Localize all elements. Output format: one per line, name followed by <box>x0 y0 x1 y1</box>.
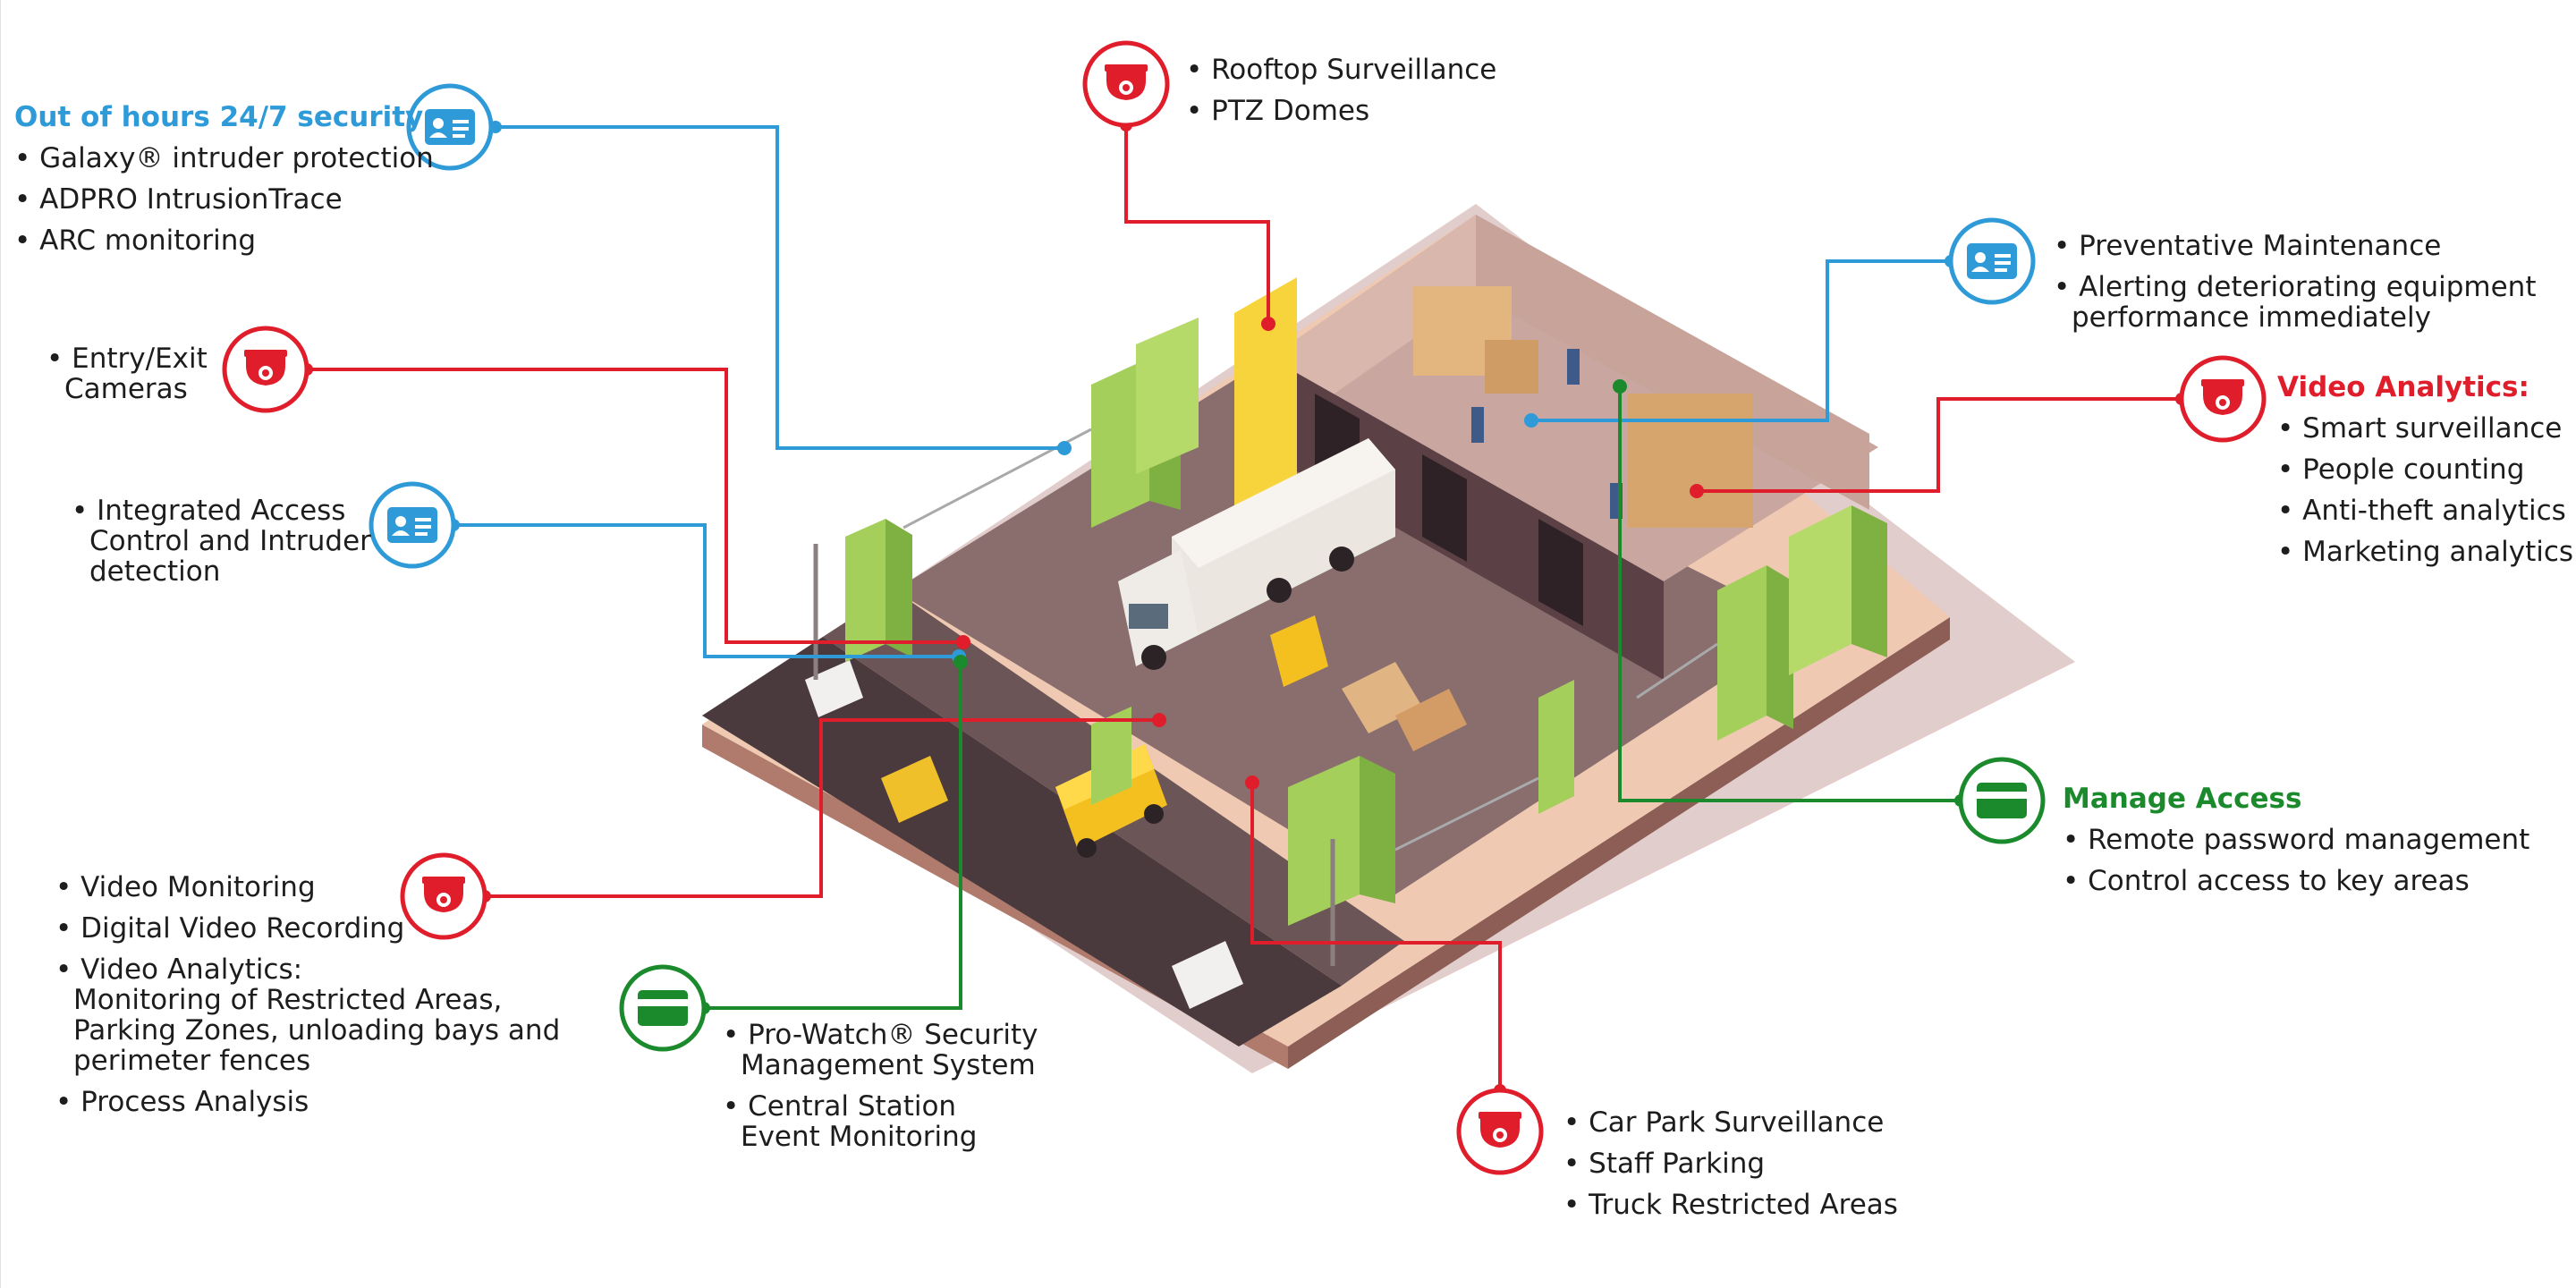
access-card-icon <box>1951 220 2033 302</box>
list-item: Staff Parking <box>1563 1143 1898 1184</box>
callout-rooftop: Rooftop Surveillance PTZ Domes <box>1186 49 1496 131</box>
callout-heading: Manage Access <box>2063 783 2302 815</box>
list-item: Central Station Event Monitoring <box>723 1091 1038 1152</box>
callout-video-monitoring: Video Monitoring Digital Video Recording… <box>55 872 560 1128</box>
dome-camera-icon <box>2182 358 2264 440</box>
callout-video-analytics: Video Analytics: Smart surveillance Peop… <box>2277 367 2573 572</box>
callout-list: Smart surveillance People counting Anti-… <box>2277 408 2573 572</box>
list-item: Rooftop Surveillance <box>1186 49 1496 90</box>
callout-list: Galaxy® intruder protection ADPRO Intrus… <box>14 138 435 261</box>
callout-list: Integrated Access Control and Intruder d… <box>72 496 371 587</box>
list-item: Anti-theft analytics <box>2277 490 2573 531</box>
list-item: Video Monitoring <box>55 872 560 902</box>
callout-manage-access: Manage Access Remote password management… <box>2063 778 2529 902</box>
callout-list: Rooftop Surveillance PTZ Domes <box>1186 49 1496 131</box>
list-item: ADPRO IntrusionTrace <box>14 179 435 220</box>
list-item: Alerting deteriorating equipment perform… <box>2054 272 2536 333</box>
list-item: Remote password management <box>2063 819 2529 860</box>
list-item: Entry/Exit Cameras <box>47 343 208 404</box>
keycard-icon <box>1961 759 2043 842</box>
callout-list: Car Park Surveillance Staff Parking Truc… <box>1563 1102 1898 1225</box>
callout-list: Entry/Exit Cameras <box>47 343 208 404</box>
callout-list: Preventative Maintenance Alerting deteri… <box>2054 231 2536 333</box>
list-item: Marketing analytics <box>2277 531 2573 572</box>
callout-list: Remote password management Control acces… <box>2063 819 2529 902</box>
list-item: Pro-Watch® Security Management System <box>723 1020 1038 1080</box>
list-item: Truck Restricted Areas <box>1563 1184 1898 1225</box>
callout-preventative-maintenance: Preventative Maintenance Alerting deteri… <box>2054 231 2536 343</box>
dome-camera-icon <box>1085 43 1167 125</box>
callout-integrated-access: Integrated Access Control and Intruder d… <box>72 496 371 597</box>
list-item: PTZ Domes <box>1186 90 1496 131</box>
callout-heading: Out of hours 24/7 security: <box>14 101 435 133</box>
callout-car-park: Car Park Surveillance Staff Parking Truc… <box>1563 1102 1898 1225</box>
list-item: Smart surveillance <box>2277 408 2573 449</box>
callout-entry-exit: Entry/Exit Cameras <box>47 343 208 415</box>
list-item: Digital Video Recording <box>55 913 560 944</box>
callout-pro-watch: Pro-Watch® Security Management System Ce… <box>723 1020 1038 1163</box>
callout-list: Pro-Watch® Security Management System Ce… <box>723 1020 1038 1152</box>
list-item: Preventative Maintenance <box>2054 231 2536 261</box>
list-item: Galaxy® intruder protection <box>14 138 435 179</box>
dome-camera-icon <box>1459 1090 1541 1173</box>
list-item: Video Analytics: Monitoring of Restricte… <box>55 954 560 1076</box>
list-item: Integrated Access Control and Intruder d… <box>72 496 371 587</box>
list-item: Control access to key areas <box>2063 860 2529 902</box>
access-card-icon <box>371 484 453 566</box>
callout-list: Video Monitoring Digital Video Recording… <box>55 872 560 1117</box>
list-item: Car Park Surveillance <box>1563 1102 1898 1143</box>
callout-heading: Video Analytics: <box>2277 371 2529 403</box>
callout-out-of-hours: Out of hours 24/7 security: Galaxy® intr… <box>14 97 435 261</box>
dome-camera-icon <box>225 328 307 411</box>
list-item: People counting <box>2277 449 2573 490</box>
list-item: Process Analysis <box>55 1087 560 1117</box>
keycard-icon <box>622 967 704 1049</box>
list-item: ARC monitoring <box>14 220 435 261</box>
left-edge-rule <box>0 0 1 1288</box>
